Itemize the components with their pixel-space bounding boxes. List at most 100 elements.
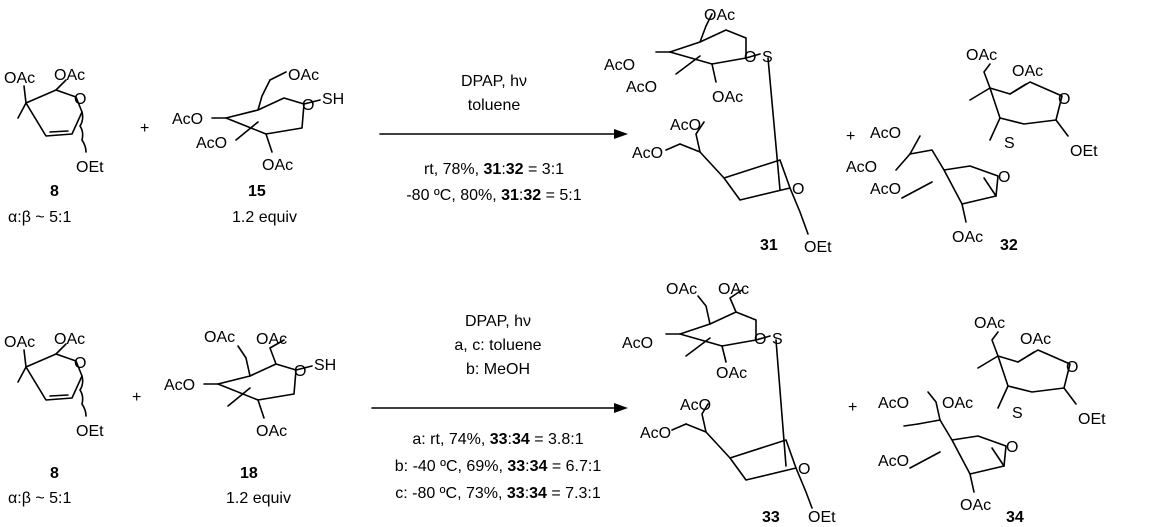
group-label: OEt	[1078, 411, 1106, 428]
reaction-1: OAc OAc O OEt 8 α:β ~ 5:1 + OAc AcO AcO …	[4, 7, 1098, 256]
reaction-arrow-2	[371, 403, 628, 413]
group-label: AcO	[164, 377, 195, 394]
group-label: OEt	[1070, 143, 1098, 160]
ratio-value: = 3:1	[524, 161, 565, 178]
group-label: OEt	[808, 509, 836, 526]
group-label: AcO	[870, 125, 901, 142]
thioether-sulfur: S	[762, 49, 773, 66]
thioether-sulfur: S	[1004, 135, 1015, 152]
ring-oxygen: O	[1006, 439, 1018, 456]
thioether-sulfur: S	[772, 331, 783, 348]
thioether-sulfur: S	[1012, 405, 1023, 422]
group-label: OAc	[960, 497, 991, 514]
group-label: AcO	[632, 145, 663, 162]
compound-number-34: 34	[1006, 509, 1024, 526]
reactant-18-structure: OAc OAc AcO O SH OAc	[164, 329, 336, 440]
group-label: OEt	[76, 159, 104, 176]
compound-ref: 33	[507, 485, 525, 502]
ratio-separator: :	[519, 187, 523, 204]
compound-number-33: 33	[762, 509, 780, 526]
compound-ref: 31	[501, 187, 519, 204]
ring-oxygen: O	[998, 169, 1010, 186]
product-34-structure: OAc OAc O AcO OAc AcO O S OAc OEt	[878, 315, 1106, 514]
compound-number-31: 31	[760, 237, 778, 254]
group-label: AcO	[640, 425, 671, 442]
conditions-row-2: -80 ºC, 80%, 31:32 = 5:1	[406, 187, 581, 204]
group-label: OAc	[204, 329, 235, 346]
group-label: AcO	[870, 181, 901, 198]
ratio-separator: :	[525, 485, 529, 502]
conditions-solvent-ac: a, c: toluene	[454, 337, 541, 354]
condition-text: a: rt, 74%,	[412, 431, 489, 448]
plus-sign: +	[846, 128, 855, 145]
ring-oxygen: O	[294, 363, 306, 380]
ring-oxygen: O	[798, 461, 810, 478]
group-label: OAc	[54, 67, 85, 84]
plus-sign: +	[140, 120, 149, 137]
condition-text: -80 ºC, 80%,	[406, 187, 501, 204]
conditions-row-1: a: rt, 74%, 33:34 = 3.8:1	[412, 431, 583, 448]
group-label: OAc	[262, 157, 293, 174]
group-label: AcO	[172, 111, 203, 128]
thiol-group: SH	[322, 91, 344, 108]
compound-number-8: 8	[50, 465, 59, 482]
group-label: OAc	[1020, 331, 1051, 348]
group-label: AcO	[878, 453, 909, 470]
anomer-ratio: α:β ~ 5:1	[8, 490, 71, 507]
ring-oxygen: O	[744, 49, 756, 66]
group-label: AcO	[878, 395, 909, 412]
conditions-row-1: rt, 78%, 31:32 = 3:1	[424, 161, 564, 178]
product-31-structure: OAc AcO AcO O S OAc AcO AcO O OEt	[604, 7, 832, 256]
compound-ref: 33	[507, 458, 525, 475]
group-label: OEt	[76, 423, 104, 440]
compound-number-8: 8	[50, 183, 59, 200]
product-33-structure: OAc OAc AcO O S OAc AcO AcO O OEt	[622, 281, 836, 526]
compound-ref: 32	[523, 187, 541, 204]
condition-text: rt, 78%,	[424, 161, 484, 178]
group-label: OAc	[1012, 63, 1043, 80]
group-label: OEt	[804, 239, 832, 256]
ratio-value: = 6.7:1	[547, 458, 601, 475]
group-label: OAc	[974, 315, 1005, 332]
group-label: OAc	[704, 7, 735, 24]
group-label: OAc	[288, 67, 319, 84]
reactant-15-structure: OAc AcO AcO O SH OAc	[172, 67, 344, 174]
product-32-structure: OAc OAc O AcO AcO AcO O S OAc OEt	[846, 47, 1098, 246]
anomer-ratio: α:β ~ 5:1	[8, 209, 71, 226]
group-label: AcO	[680, 397, 711, 414]
group-label: OAc	[942, 395, 973, 412]
group-label: AcO	[626, 79, 657, 96]
compound-number-32: 32	[1000, 237, 1018, 254]
group-label: OAc	[4, 334, 35, 351]
group-label: OAc	[712, 89, 743, 106]
group-label: OAc	[666, 281, 697, 298]
group-label: AcO	[670, 117, 701, 134]
condition-text: c: -80 ºC, 73%,	[395, 485, 507, 502]
ring-oxygen: O	[1066, 359, 1078, 376]
reaction-2: OAc OAc O OEt 8 α:β ~ 5:1 + OAc OAc AcO …	[4, 281, 1106, 526]
reactant-8-structure: OAc OAc O OEt	[4, 331, 104, 440]
conditions-row-3: c: -80 ºC, 73%, 33:34 = 7.3:1	[395, 485, 601, 502]
conditions-reagents: DPAP, hν	[465, 313, 531, 330]
ring-oxygen: O	[792, 181, 804, 198]
ring-oxygen: O	[74, 355, 86, 372]
group-label: AcO	[846, 159, 877, 176]
ratio-separator: :	[508, 431, 512, 448]
group-label: OAc	[256, 331, 287, 348]
conditions-solvent: toluene	[468, 97, 521, 114]
ratio-value: = 7.3:1	[547, 485, 601, 502]
group-label: OAc	[256, 423, 287, 440]
thiol-group: SH	[314, 357, 336, 374]
conditions-row-2: b: -40 ºC, 69%, 33:34 = 6.7:1	[395, 458, 602, 475]
ring-oxygen: O	[1058, 91, 1070, 108]
group-label: OAc	[54, 331, 85, 348]
ratio-value: = 5:1	[541, 187, 582, 204]
compound-ref: 32	[506, 161, 524, 178]
group-label: AcO	[604, 57, 635, 74]
ring-oxygen: O	[302, 97, 314, 114]
conditions-reagents: DPAP, hν	[461, 73, 527, 90]
ratio-separator: :	[501, 161, 505, 178]
compound-number-15: 15	[248, 183, 266, 200]
group-label: OAc	[966, 47, 997, 64]
